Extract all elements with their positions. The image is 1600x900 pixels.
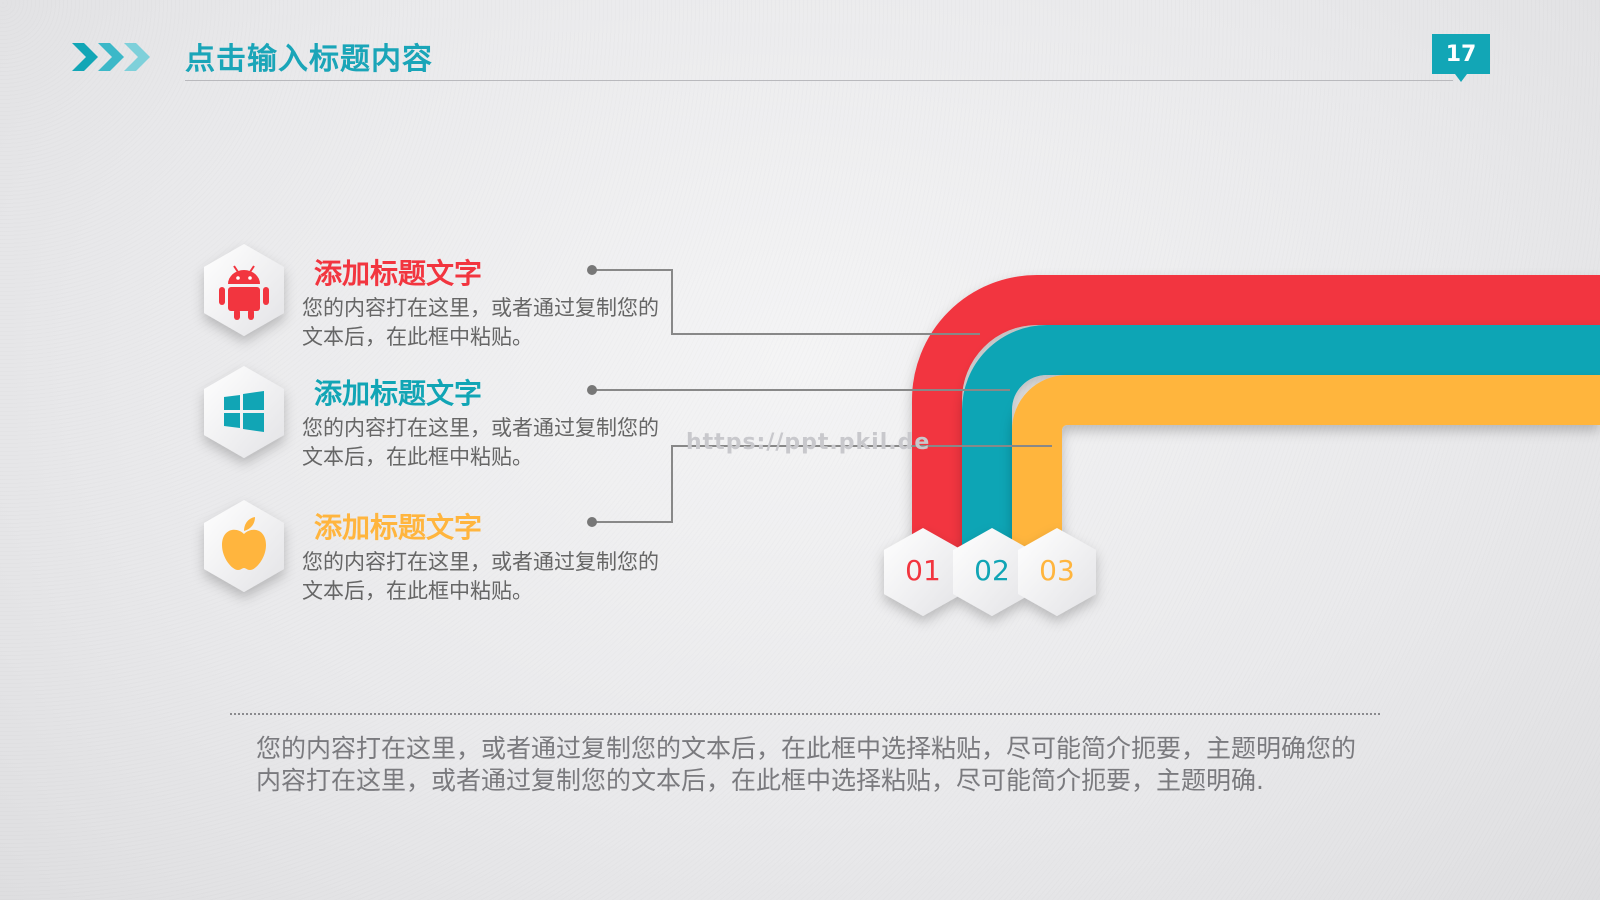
footer-divider — [230, 713, 1380, 715]
item-heading-1[interactable]: 添加标题文字 — [314, 257, 483, 290]
chevrons-icon — [72, 43, 150, 71]
page-number-badge: 17 — [1432, 34, 1490, 82]
android-icon — [219, 265, 269, 320]
icon-hex-2 — [204, 366, 284, 458]
item-heading-3[interactable]: 添加标题文字 — [314, 511, 483, 544]
header-divider — [185, 80, 1453, 81]
windows-icon — [224, 391, 264, 432]
step-number-1: 01 — [905, 554, 941, 587]
page-title[interactable]: 点击输入标题内容 — [185, 42, 433, 77]
ribbon-teal — [962, 325, 1600, 548]
step-number-3: 03 — [1039, 554, 1075, 587]
step-number-2: 02 — [974, 554, 1010, 587]
apple-icon — [222, 517, 266, 570]
number-hex-1 — [884, 528, 962, 616]
item-desc-2[interactable]: 您的内容打在这里，或者通过复制您的文本后，在此框中粘贴。 — [302, 416, 659, 469]
number-hex-2 — [953, 528, 1031, 616]
ribbon-orange — [1012, 375, 1600, 548]
ribbon-red — [912, 275, 1600, 548]
item-desc-1[interactable]: 您的内容打在这里，或者通过复制您的文本后，在此框中粘贴。 — [302, 296, 659, 349]
item-heading-2[interactable]: 添加标题文字 — [314, 377, 483, 410]
number-hex-3 — [1018, 528, 1096, 616]
footer-text[interactable]: 您的内容打在这里，或者通过复制您的文本后，在此框中选择粘贴，尽可能简介扼要，主题… — [256, 734, 1357, 795]
watermark-text: https://ppt.pkil.de — [686, 430, 931, 455]
item-desc-3[interactable]: 您的内容打在这里，或者通过复制您的文本后，在此框中粘贴。 — [302, 550, 659, 603]
